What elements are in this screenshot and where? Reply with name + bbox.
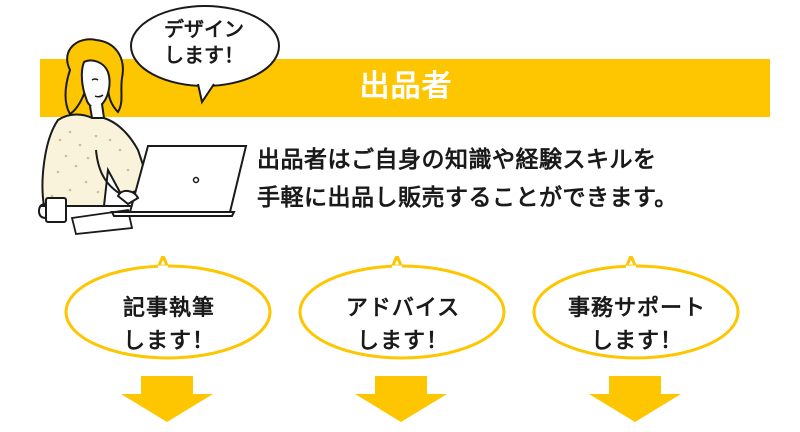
description-line1: 出品者はご自身の知識や経験スキルを xyxy=(257,147,657,173)
speech-bubble xyxy=(130,5,280,105)
woman-laptop-illustration xyxy=(37,38,248,235)
bubble-shape xyxy=(64,256,272,422)
service-line2: します！ xyxy=(356,329,449,354)
service-line1: 事務サポート xyxy=(567,296,706,321)
down-arrow-icon xyxy=(589,376,681,422)
service-line2: します！ xyxy=(590,329,683,354)
service-label: アドバイス します！ xyxy=(297,292,509,358)
down-arrow-icon xyxy=(355,376,447,422)
service-line1: 記事執筆 xyxy=(122,296,215,321)
service-label: 事務サポート します！ xyxy=(531,292,743,358)
service-label: 記事執筆 します！ xyxy=(63,292,275,358)
service-line1: アドバイス xyxy=(345,296,461,321)
bubble-shape xyxy=(532,256,740,422)
down-arrow-icon xyxy=(121,376,213,422)
speech-bubble-line1: デザイン xyxy=(164,17,244,41)
speech-bubble-line2: します！ xyxy=(164,43,244,67)
description: 出品者はご自身の知識や経験スキルを 手軽に出品し販売することができます。 xyxy=(257,141,678,217)
service-writing: 記事執筆 します！ xyxy=(63,256,275,431)
speech-bubble-text: デザイン します！ xyxy=(129,16,279,68)
description-line2: 手軽に出品し販売することができます。 xyxy=(257,185,678,211)
bubble-shape xyxy=(298,256,506,422)
service-office-support: 事務サポート します！ xyxy=(531,256,743,431)
page-title: 出品者 xyxy=(359,69,453,104)
service-advice: アドバイス します！ xyxy=(297,256,509,431)
service-line2: します！ xyxy=(122,329,215,354)
